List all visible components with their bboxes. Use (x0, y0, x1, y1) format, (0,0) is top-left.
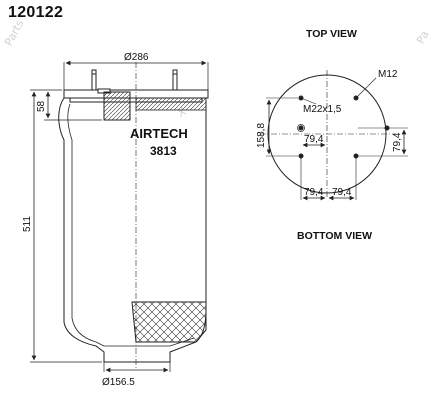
top-view-drawing (260, 70, 408, 201)
thread-label: M12 (378, 69, 398, 80)
dim-top-offset (44, 91, 102, 121)
offset-bottom-right-label: 79,4 (332, 187, 352, 198)
stud-left (91, 69, 97, 91)
central-thread-label: M22x1,5 (303, 104, 342, 115)
top-diameter-label: Ø286 (124, 52, 149, 63)
bead-hatch (103, 91, 131, 121)
span-label: 158,8 (256, 123, 267, 148)
offset-right-label: 79,4 (392, 132, 403, 152)
brand-label: AIRTECH (130, 126, 188, 141)
top-view-label: TOP VIEW (306, 28, 357, 40)
piston-knurl (131, 301, 207, 343)
top-offset-label: 58 (36, 100, 47, 112)
part-number: 120122 (8, 4, 64, 21)
offset-center-label: 79,4 (304, 134, 324, 145)
stud-right (172, 69, 178, 91)
bottom-view-label: BOTTOM VIEW (297, 230, 373, 242)
offset-bottom-left-label: 79,4 (304, 187, 324, 198)
model-label: 3813 (150, 144, 177, 158)
dim-top-diameter (63, 60, 209, 90)
height-label: 511 (22, 216, 33, 232)
dim-height (30, 89, 102, 363)
bottom-diameter-label: Ø156.5 (102, 377, 135, 388)
dim-bottom-diameter (103, 362, 171, 373)
